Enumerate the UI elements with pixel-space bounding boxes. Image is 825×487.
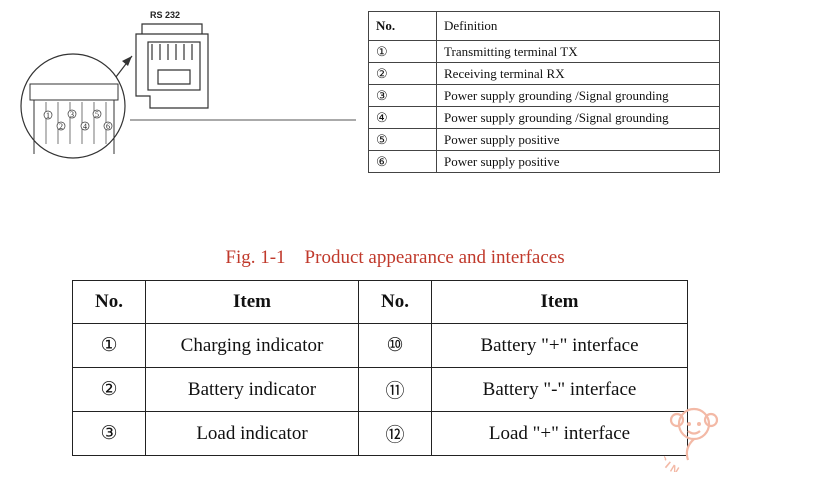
- pin-6-label: 6: [106, 122, 110, 131]
- pin-2-label: 2: [59, 122, 63, 131]
- item-name: Load "+" interface: [431, 411, 688, 456]
- table-row: ② Battery indicator ⑪ Battery "-" interf…: [72, 367, 688, 412]
- product-items-table: No. Item No. Item ① Charging indicator ⑩…: [72, 280, 688, 456]
- pin-definition: Power supply positive: [436, 128, 720, 151]
- item-number: ⑫: [358, 411, 432, 456]
- pin-definition: Power supply positive: [436, 150, 720, 173]
- rs232-connector-illustration: RS 232 1 2 3 4 5 6: [20, 10, 356, 159]
- item-number: ①: [72, 323, 146, 368]
- zoom-detail-circle: [20, 53, 126, 159]
- pin-4: 4: [80, 121, 90, 131]
- table-row: ① Charging indicator ⑩ Battery "+" inter…: [72, 323, 688, 368]
- item-name: Battery "-" interface: [431, 367, 688, 412]
- rj-connector-body: [135, 23, 209, 109]
- pin-3: 3: [67, 109, 77, 119]
- table-row: ③ Load indicator ⑫ Load "+" interface: [72, 411, 688, 456]
- item-number: ⑩: [358, 323, 432, 368]
- pin-number: ③: [368, 84, 437, 107]
- item-name: Battery indicator: [145, 367, 359, 412]
- zoom-arrowhead: [122, 56, 132, 66]
- item-name: Load indicator: [145, 411, 359, 456]
- column-header-item-left: Item: [145, 280, 359, 324]
- pin-number: ⑤: [368, 128, 437, 151]
- pin-definition: Power supply grounding /Signal grounding: [436, 106, 720, 129]
- pin-number: ⑥: [368, 150, 437, 173]
- pin-1-label: 1: [46, 111, 50, 120]
- pin-5-label: 5: [95, 110, 99, 119]
- table-header-row: No. Definition: [368, 11, 720, 41]
- figure-caption: Fig. 1-1 Product appearance and interfac…: [225, 247, 565, 268]
- pin-5: 5: [92, 109, 102, 119]
- watermark-text: NISHIZAWA: [664, 397, 681, 472]
- pin-definition: Receiving terminal RX: [436, 62, 720, 85]
- pin-number: ②: [368, 62, 437, 85]
- column-header-no-right: No.: [358, 280, 432, 324]
- table-header-row: No. Item No. Item: [72, 280, 688, 324]
- item-number: ⑪: [358, 367, 432, 412]
- column-header-item-right: Item: [431, 280, 688, 324]
- pin-number: ④: [368, 106, 437, 129]
- column-header-no: No.: [368, 11, 437, 41]
- pin-2: 2: [56, 121, 66, 131]
- connector-label: RS 232: [150, 10, 180, 20]
- item-name: Battery "+" interface: [431, 323, 688, 368]
- item-number: ③: [72, 411, 146, 456]
- pin-6: 6: [103, 121, 113, 131]
- pin-1: 1: [43, 110, 53, 120]
- nishizawa-watermark: NISHIZAWA: [664, 397, 719, 472]
- pin-numbers: 1 2 3 4 5 6: [43, 109, 113, 131]
- column-header-definition: Definition: [436, 11, 720, 41]
- item-number: ②: [72, 367, 146, 412]
- pin-4-label: 4: [83, 122, 87, 131]
- column-header-no-left: No.: [72, 280, 146, 324]
- pin-definition: Power supply grounding /Signal grounding: [436, 84, 720, 107]
- item-name: Charging indicator: [145, 323, 359, 368]
- pin-definition: Transmitting terminal TX: [436, 40, 720, 63]
- pin-3-label: 3: [70, 110, 74, 119]
- pin-number: ①: [368, 40, 437, 63]
- monkey-mascot-icon: [669, 407, 719, 461]
